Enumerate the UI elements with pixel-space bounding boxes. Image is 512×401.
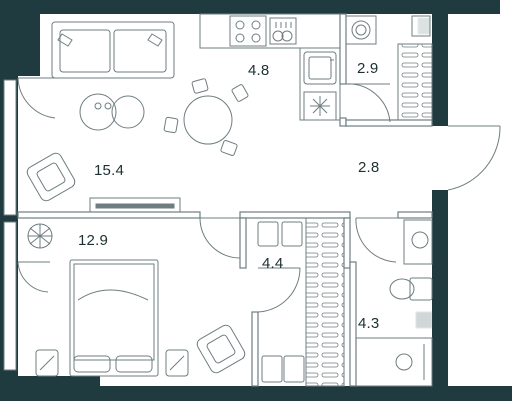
bath-bottom-boiler-icon <box>415 311 433 329</box>
closet-bins-bottom-icon <box>261 355 305 383</box>
bath-top-shelving <box>397 43 433 121</box>
plant-icon <box>27 223 53 249</box>
dish-rack-icon <box>269 17 297 45</box>
room-area-living-room: 15.4 <box>94 162 124 179</box>
room-area-bathroom-top: 2.9 <box>357 60 379 77</box>
nightstand-right-icon <box>165 349 189 377</box>
room-area-bathroom-bottom: 4.3 <box>358 315 380 332</box>
closet-bins-top-icon <box>257 221 303 247</box>
tv-stand-icon <box>89 197 181 213</box>
washing-machine-icon <box>345 15 377 45</box>
room-area-kitchen: 4.8 <box>248 62 270 79</box>
interior-walls <box>17 13 433 387</box>
closet-shelving <box>305 217 345 387</box>
boiler-icon <box>411 15 431 37</box>
bed-icon <box>69 259 159 377</box>
room-area-bedroom: 12.9 <box>78 232 108 249</box>
room-area-closet: 4.4 <box>262 255 284 272</box>
sofa-icon <box>51 21 175 79</box>
fridge-icon <box>303 91 337 121</box>
armchair-icon <box>26 152 76 202</box>
stove-icon <box>229 15 267 47</box>
room-area-hallway: 2.8 <box>358 159 380 176</box>
dining-table-icon <box>163 78 249 156</box>
coffee-tables-icon <box>79 93 145 131</box>
toilet-icon <box>389 277 433 301</box>
nightstand-left-icon <box>35 349 59 377</box>
washbasin-icon <box>403 219 433 265</box>
sink-icon <box>303 51 337 85</box>
left-windows <box>3 79 17 371</box>
bedroom-armchair-icon <box>196 324 246 374</box>
shower-icon <box>355 337 433 387</box>
